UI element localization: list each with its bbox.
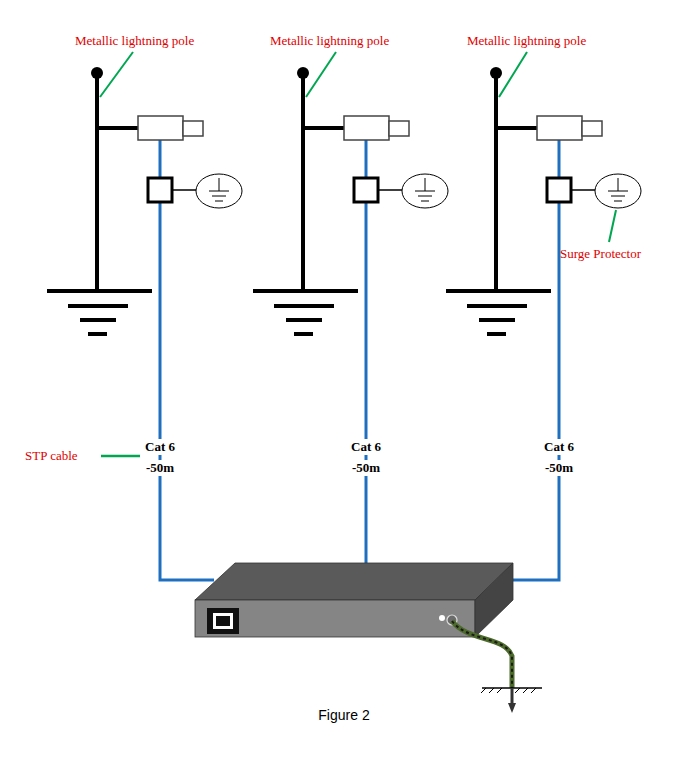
- pole-label: Metallic lightning pole: [467, 33, 586, 49]
- poe-switch: [195, 563, 513, 600]
- earth-hatch: [481, 688, 536, 693]
- poe-switch: [475, 563, 513, 637]
- cable-category: Cat 6: [542, 439, 576, 455]
- pole-assembly: [253, 67, 448, 334]
- pole-assembly: [47, 67, 242, 334]
- surge-protector-box: [148, 178, 172, 202]
- surge-protector-box: [354, 178, 378, 202]
- pole-assembly: [446, 67, 641, 334]
- power-socket: [207, 608, 239, 634]
- cable-category: Cat 6: [349, 439, 383, 455]
- surge-protector-label: Surge Protector: [560, 246, 641, 262]
- cable-category: Cat 6: [143, 439, 177, 455]
- surge-protector-box: [547, 178, 571, 202]
- cable-length: -50m: [350, 460, 382, 476]
- ground-wire: [452, 621, 542, 713]
- pole-label: Metallic lightning pole: [270, 33, 389, 49]
- ground-rod: [508, 703, 516, 713]
- pole-label: Metallic lightning pole: [75, 33, 194, 49]
- surge-protector-box: [148, 178, 571, 202]
- leader-line: [100, 52, 133, 97]
- leader-line: [100, 52, 616, 456]
- ground-wire: [452, 621, 512, 688]
- ground-wire: [452, 621, 512, 688]
- status-led: [439, 615, 445, 621]
- leader-line: [101, 455, 140, 458]
- leader-line: [609, 210, 616, 242]
- cable-length: -50m: [144, 460, 176, 476]
- stp-cable: [513, 140, 559, 580]
- power-socket: [213, 613, 233, 629]
- leader-line: [306, 52, 336, 97]
- cable-length: -50m: [543, 460, 575, 476]
- stp-cable: [160, 140, 214, 580]
- poe-switch: [195, 600, 475, 637]
- poe-switch: [195, 563, 513, 637]
- cable-type-label: STP cable: [25, 448, 78, 464]
- figure-caption: Figure 2: [318, 707, 369, 723]
- leader-line: [499, 52, 527, 97]
- power-socket: [216, 616, 230, 626]
